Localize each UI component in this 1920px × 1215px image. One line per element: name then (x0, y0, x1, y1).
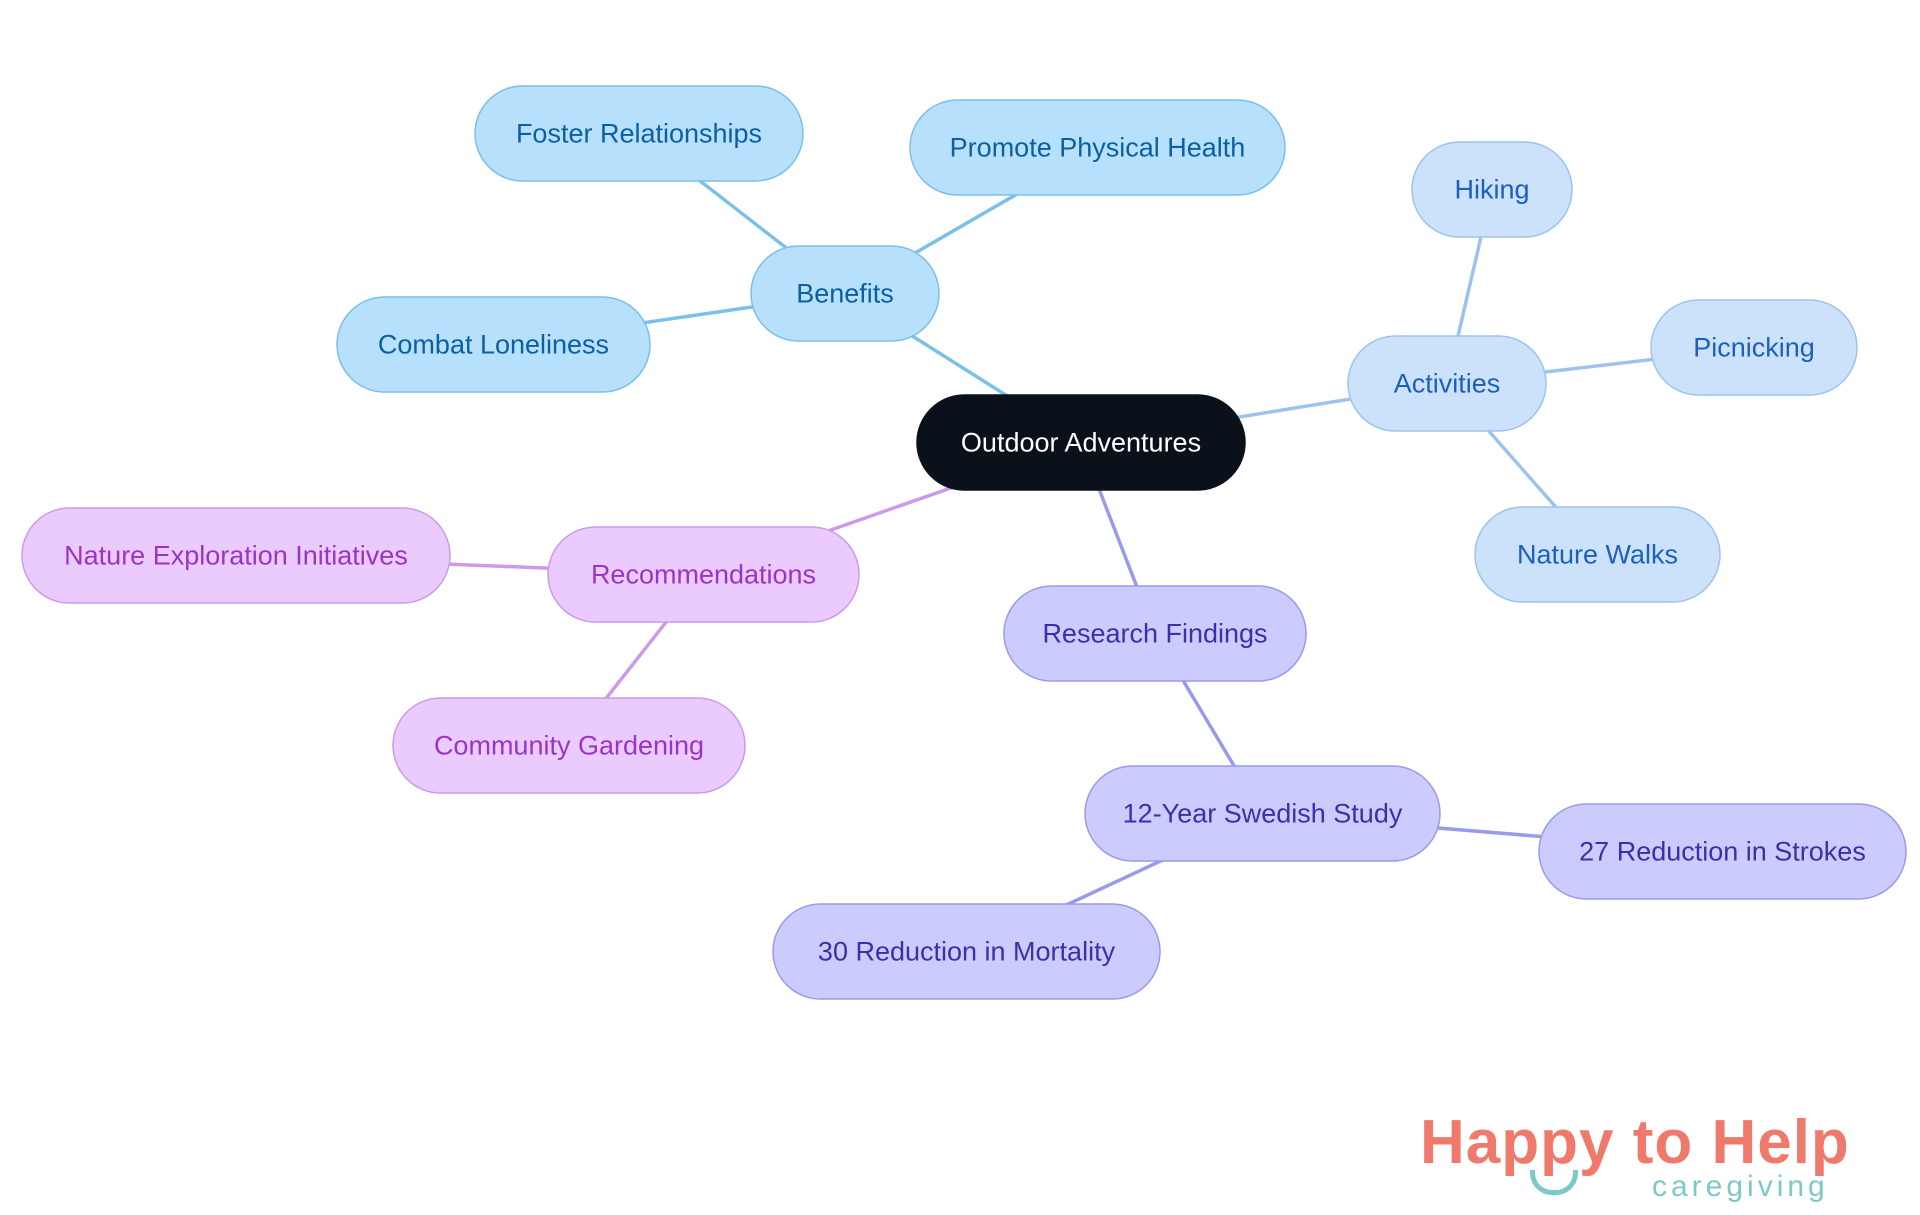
leaf-node-combat-loneliness: Combat Loneliness (336, 296, 651, 393)
leaf-node-nature-walks-label: Nature Walks (1517, 540, 1678, 570)
leaf-node-30-reduction-in-mortality-label: 30 Reduction in Mortality (818, 937, 1116, 967)
branch-node-recommendations-label: Recommendations (591, 560, 816, 590)
branch-node-research-label: Research Findings (1042, 619, 1267, 649)
logo-smile-icon (1530, 1170, 1578, 1195)
leaf-node-promote-physical-health-label: Promote Physical Health (950, 133, 1246, 163)
leaf-node-nature-walks: Nature Walks (1474, 506, 1721, 603)
leaf-node-30-reduction-in-mortality: 30 Reduction in Mortality (772, 903, 1161, 1000)
leaf-node-hiking: Hiking (1411, 141, 1573, 238)
leaf-node-promote-physical-health-shape (909, 99, 1286, 196)
leaf-node-nature-exploration-initiatives-shape (21, 507, 451, 604)
leaf-node-picnicking-label: Picnicking (1693, 333, 1815, 363)
subbranch-node-12-year-swedish-study-label: 12-Year Swedish Study (1123, 799, 1403, 829)
leaf-node-combat-loneliness-shape (336, 296, 651, 393)
branch-node-research: Research Findings (1003, 585, 1307, 682)
leaf-node-community-gardening-shape (392, 697, 746, 794)
leaf-node-promote-physical-health: Promote Physical Health (909, 99, 1286, 196)
branch-node-activities: Activities (1347, 335, 1547, 432)
subbranch-node-12-year-swedish-study-shape (1084, 765, 1441, 862)
branch-node-research-shape (1003, 585, 1307, 682)
leaf-node-hiking-shape (1411, 141, 1573, 238)
branch-node-activities-shape (1347, 335, 1547, 432)
leaf-node-combat-loneliness-label: Combat Loneliness (378, 330, 609, 360)
branch-node-recommendations: Recommendations (547, 526, 860, 623)
leaf-node-nature-exploration-initiatives-label: Nature Exploration Initiatives (64, 541, 408, 571)
leaf-node-foster-relationships-shape (474, 85, 804, 182)
root-node-shape (916, 394, 1246, 491)
leaf-node-foster-relationships: Foster Relationships (474, 85, 804, 182)
leaf-node-picnicking-shape (1650, 299, 1858, 396)
happy-to-help-logo: Happy to Help caregiving (1420, 1108, 1890, 1208)
leaf-node-community-gardening-label: Community Gardening (434, 731, 704, 761)
logo-tagline: caregiving (1652, 1170, 1829, 1203)
branch-node-activities-label: Activities (1394, 369, 1501, 399)
root-node-label: Outdoor Adventures (961, 428, 1201, 458)
leaf-node-27-reduction-in-strokes: 27 Reduction in Strokes (1538, 803, 1907, 900)
leaf-node-27-reduction-in-strokes-shape (1538, 803, 1907, 900)
leaf-node-30-reduction-in-mortality-shape (772, 903, 1161, 1000)
subbranch-node-12-year-swedish-study: 12-Year Swedish Study (1084, 765, 1441, 862)
root-node: Outdoor Adventures (916, 394, 1246, 491)
leaf-node-27-reduction-in-strokes-label: 27 Reduction in Strokes (1579, 837, 1866, 867)
leaf-node-community-gardening: Community Gardening (392, 697, 746, 794)
mind-map-nodes: Outdoor Adventures Benefits Foster Relatio… (21, 85, 1907, 1000)
leaf-node-foster-relationships-label: Foster Relationships (516, 119, 762, 149)
branch-node-benefits-label: Benefits (796, 279, 894, 309)
leaf-node-hiking-label: Hiking (1454, 175, 1529, 205)
branch-node-benefits: Benefits (750, 245, 940, 342)
logo-wordmark: Happy to Help (1420, 1108, 1850, 1177)
leaf-node-nature-walks-shape (1474, 506, 1721, 603)
leaf-node-nature-exploration-initiatives: Nature Exploration Initiatives (21, 507, 451, 604)
branch-node-recommendations-shape (547, 526, 860, 623)
leaf-node-picnicking: Picnicking (1650, 299, 1858, 396)
branch-node-benefits-shape (750, 245, 940, 342)
